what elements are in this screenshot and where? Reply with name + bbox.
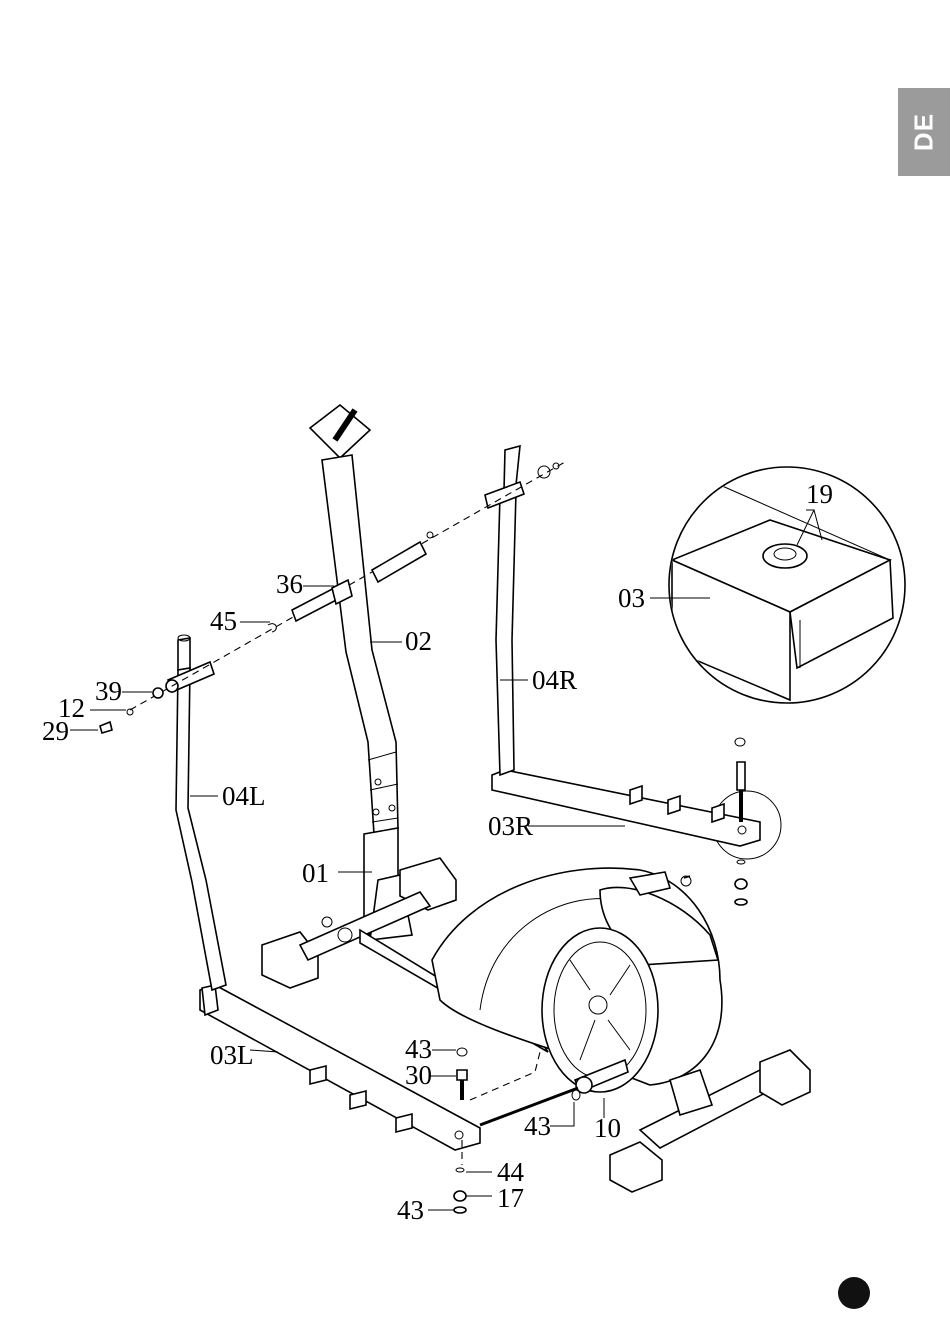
callout-03L: 03L	[210, 1040, 254, 1070]
callout-10: 10	[594, 1113, 621, 1143]
page-marker-dot	[838, 1277, 870, 1309]
callout-43-middle: 43	[524, 1111, 551, 1141]
flywheel-housing	[432, 868, 722, 1092]
callout-02: 02	[405, 626, 432, 656]
callout-39: 39	[95, 676, 122, 706]
callout-04R: 04R	[532, 665, 577, 695]
callout-36: 36	[276, 569, 303, 599]
callout-45: 45	[210, 606, 237, 636]
detail-magnifier	[650, 467, 905, 703]
callout-30: 30	[405, 1060, 432, 1090]
right-handle-bar	[485, 446, 524, 775]
callout-01: 01	[302, 858, 329, 888]
callout-17: 17	[497, 1183, 524, 1213]
callout-04L: 04L	[222, 781, 266, 811]
callout-43-bottom: 43	[397, 1195, 424, 1225]
rear-stabilizer	[262, 858, 456, 988]
callout-19: 19	[806, 479, 833, 509]
left-handle-bar	[166, 635, 226, 990]
callout-03R: 03R	[488, 811, 533, 841]
callout-29: 29	[42, 716, 69, 746]
callout-03: 03	[618, 583, 645, 613]
